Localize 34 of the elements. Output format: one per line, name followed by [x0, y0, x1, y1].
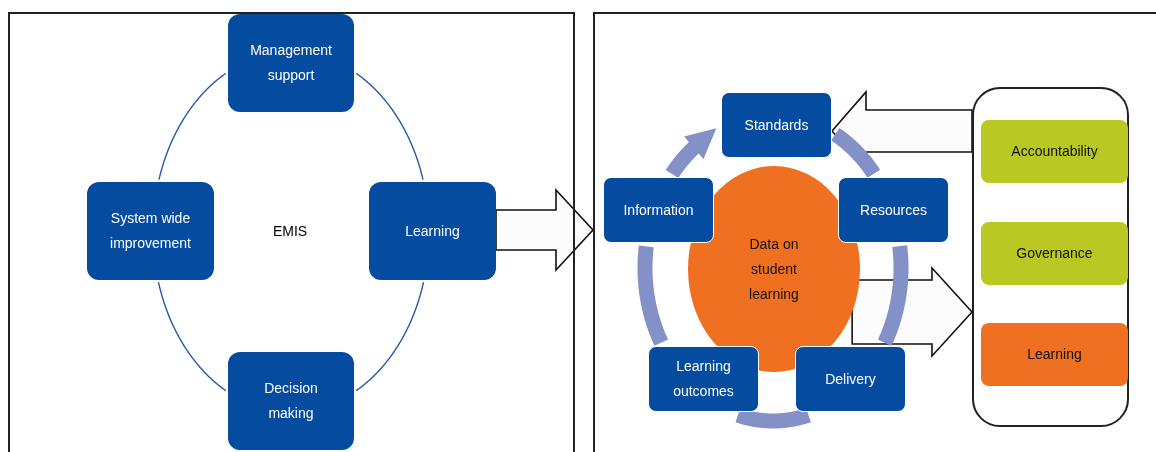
process-box [648, 346, 759, 412]
block-arrow [495, 187, 595, 273]
process-box [228, 352, 354, 450]
node-label: System wide improvement [109, 209, 192, 253]
node-label: Governance [1015, 244, 1094, 263]
process-box [369, 182, 496, 280]
category-box [981, 222, 1128, 285]
node-label: Learning [404, 221, 461, 241]
connector-arc [157, 281, 227, 392]
node-label: Learning [1026, 345, 1083, 364]
process-box [603, 177, 714, 243]
process-box [721, 92, 832, 158]
process-box [87, 182, 214, 280]
connector-arc [355, 72, 424, 181]
node-label: Information [622, 200, 695, 220]
connector-arc [355, 281, 425, 392]
node-label: Resources [859, 200, 928, 220]
category-box [981, 120, 1128, 183]
node-label: Accountability [1010, 142, 1099, 161]
panel-frame [8, 12, 575, 452]
panel-frame [593, 12, 1156, 452]
group-container [972, 87, 1129, 427]
node-label: Delivery [824, 369, 877, 389]
node-label: Standards [743, 115, 810, 135]
node-label: Data on student learning [748, 234, 800, 304]
category-box [981, 323, 1128, 386]
node-label: Learning outcomes [672, 357, 735, 401]
node-label: Decision making [263, 379, 319, 423]
process-box [228, 14, 354, 112]
process-box [795, 346, 906, 412]
node-label: Management support [249, 41, 333, 85]
process-box [838, 177, 949, 243]
center-label: EMIS [271, 223, 309, 239]
connector-arc [158, 72, 227, 181]
